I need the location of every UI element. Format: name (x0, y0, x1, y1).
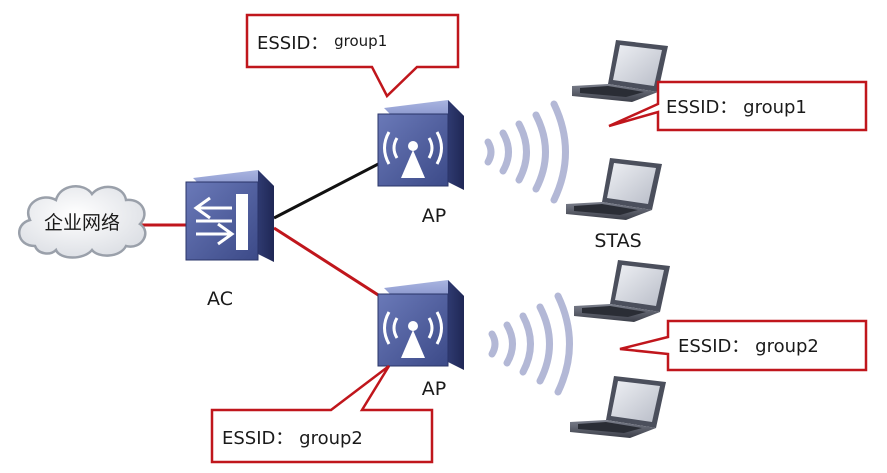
ap-top-label: AP (422, 205, 446, 227)
ap-bottom-side-face (448, 280, 464, 370)
laptop-keyboard (582, 306, 646, 317)
laptop-keyboard (580, 86, 644, 97)
cloud-icon (18, 185, 147, 259)
enterprise-network-cloud: 企业网络 (18, 185, 147, 259)
ap-bottom-label: AP (422, 378, 446, 400)
cloud-label: 企业网络 (44, 212, 120, 234)
svg-text:ESSID： group2: ESSID： group2 (222, 428, 363, 449)
ac-controller-icon (193, 194, 248, 250)
laptop-display (615, 265, 664, 306)
callout-shape (619, 319, 868, 372)
link-ac-ap-bottom (273, 226, 387, 302)
callout-shape (245, 13, 460, 99)
ac-device: AC (185, 170, 274, 310)
wireless-ap-icon (383, 131, 443, 178)
callout-key: ESSID： (666, 97, 737, 118)
laptop-sta-2 (566, 158, 662, 220)
ap-top: AP (377, 100, 464, 227)
callout-ap-top: ESSID： group1 (245, 13, 460, 99)
ap-bottom: AP (377, 280, 464, 400)
stas-label: STAS (594, 230, 641, 252)
signal-waves-bottom (488, 292, 573, 396)
callout-shape (608, 80, 868, 132)
svg-text:ESSID： group1: ESSID： group1 (666, 97, 807, 118)
callout-sta-top: ESSID： group1 (608, 80, 868, 132)
signal-waves-top (484, 100, 569, 204)
callout-sta-bottom: ESSID： group2 (619, 319, 868, 372)
laptop-sta-4 (570, 376, 666, 438)
laptop-display (613, 45, 662, 86)
laptop-keyboard (574, 204, 638, 215)
laptop-sta-1 (572, 40, 668, 102)
link-ac-ap-top (273, 158, 387, 220)
svg-text:ESSID： group1: ESSID： group1 (257, 32, 387, 54)
ac-side-face (258, 170, 274, 262)
callout-value: group2 (755, 336, 819, 357)
links (140, 158, 387, 302)
laptop-display (611, 381, 660, 422)
svg-text:ESSID： group2: ESSID： group2 (678, 336, 819, 357)
callout-value: group1 (334, 32, 387, 50)
callout-key: ESSID： (222, 428, 293, 449)
ac-label: AC (207, 288, 233, 310)
callout-ap-bottom: ESSID： group2 (210, 365, 434, 464)
ap-top-side-face (448, 100, 464, 190)
callout-value: group2 (299, 428, 363, 449)
laptop-sta-3 (574, 260, 670, 322)
laptop-keyboard (578, 422, 642, 433)
callout-value: group1 (743, 97, 807, 118)
callout-shape (210, 365, 434, 464)
wireless-ap-icon (383, 311, 443, 358)
callout-key: ESSID： (257, 33, 328, 54)
callout-key: ESSID： (678, 336, 749, 357)
laptop-display (607, 163, 656, 204)
